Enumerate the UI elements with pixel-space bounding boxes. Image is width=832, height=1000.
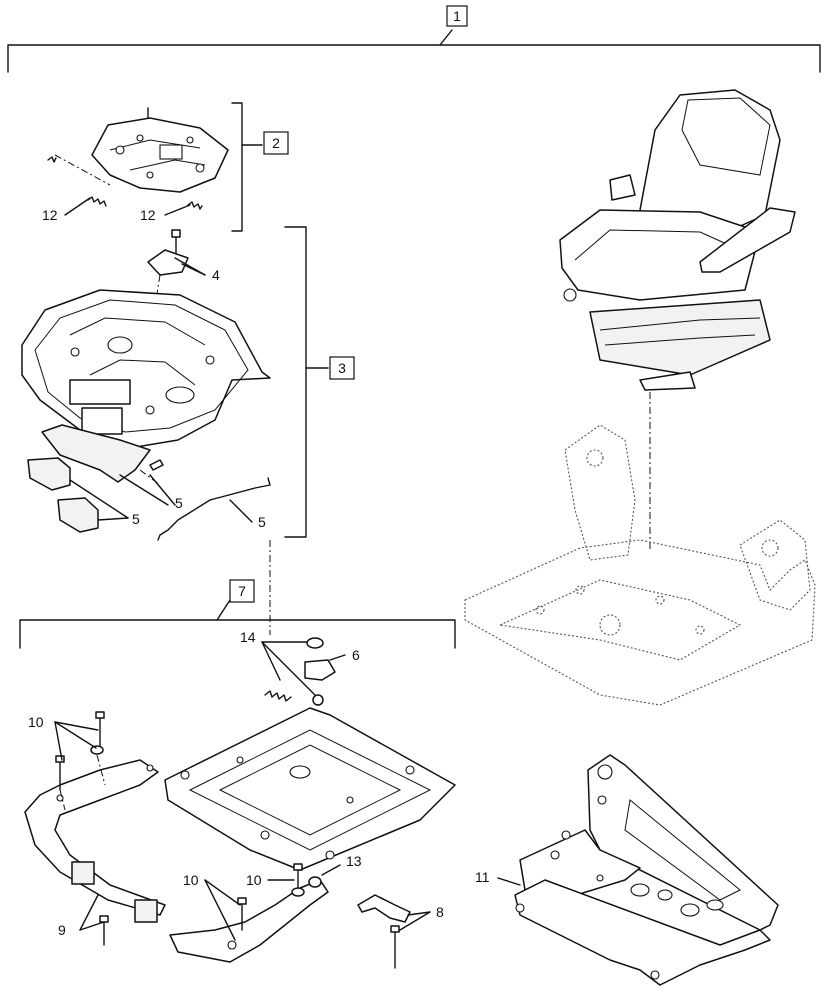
trim-piece-5b <box>57 497 99 533</box>
sub-assembly-7: 7 14 6 <box>19 579 456 969</box>
spring-12a <box>47 154 111 207</box>
slide-rail-right <box>169 879 329 963</box>
sub-assembly-2: 2 12 12 <box>42 102 289 232</box>
base-slide-plate <box>164 707 456 871</box>
spring-12b <box>187 201 203 210</box>
seat-frame-outline <box>464 424 816 706</box>
trim-piece-5a <box>27 457 71 491</box>
callout-12b: 12 <box>140 207 156 223</box>
callout-5c: 5 <box>258 514 266 530</box>
callout-10a: 10 <box>28 714 44 730</box>
callout-box-3 <box>329 356 355 380</box>
callout-5b: 5 <box>132 511 140 527</box>
callout-2: 2 <box>272 135 280 151</box>
callout-7: 7 <box>238 583 246 599</box>
callout-10b: 10 <box>183 872 199 888</box>
callout-9: 9 <box>58 922 66 938</box>
callout-12a: 12 <box>42 207 58 223</box>
callout-1: 1 <box>453 8 461 24</box>
trim-cover <box>41 424 151 483</box>
callout-10c: 10 <box>246 872 262 888</box>
callout-box-1 <box>446 5 468 27</box>
callout-14: 14 <box>240 629 256 645</box>
callout-box-7 <box>229 579 255 603</box>
callout-8: 8 <box>436 904 444 920</box>
complete-seat <box>559 89 796 550</box>
lever-8 <box>357 894 411 923</box>
cushion-pan <box>21 289 271 449</box>
callout-11: 11 <box>475 869 490 885</box>
callout-3: 3 <box>338 360 346 376</box>
callout-5a: 5 <box>175 495 183 511</box>
clip-6 <box>304 659 336 681</box>
slide-rail-left <box>24 759 166 916</box>
callout-13: 13 <box>346 853 362 869</box>
sub-assembly-3: 3 4 5 5 5 <box>21 226 355 635</box>
assembly-bracket-1: 1 <box>7 5 821 73</box>
callout-box-2 <box>263 131 289 155</box>
callout-6: 6 <box>352 647 360 663</box>
seat-mounting-bracket-11: 11 <box>475 754 779 986</box>
rod-5 <box>157 477 271 541</box>
callout-4: 4 <box>212 267 220 283</box>
